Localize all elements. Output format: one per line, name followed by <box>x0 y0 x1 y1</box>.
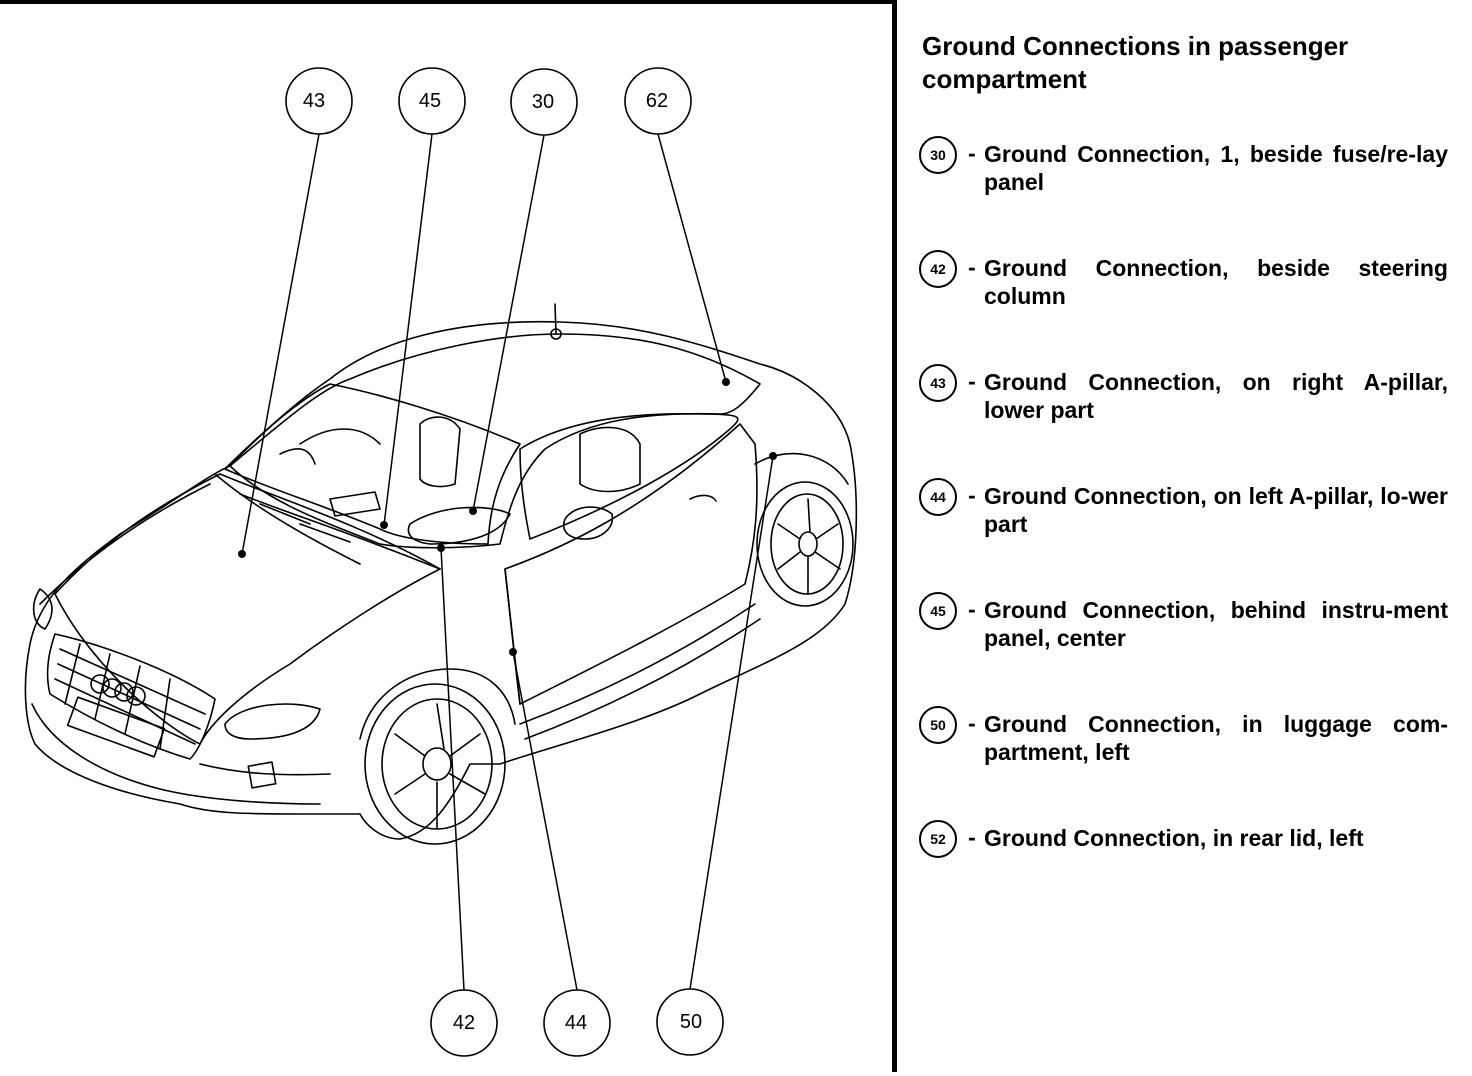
legend-dash: - <box>968 596 976 622</box>
legend-badge-43: 43 <box>919 364 957 402</box>
callout-30: 30 <box>532 91 554 113</box>
legend-dash: - <box>968 368 976 394</box>
legend-badge-50: 50 <box>919 706 957 744</box>
dash-vent <box>329 491 381 517</box>
legend-item-50: 50 - Ground Connection, in luggage com-p… <box>919 700 1448 814</box>
car-roof <box>229 333 761 549</box>
leader-50 <box>689 455 774 990</box>
legend-title: Ground Connections in passenger compartm… <box>922 31 1349 94</box>
callout-43-circle <box>285 67 353 135</box>
leader-44 <box>512 651 578 991</box>
legend: Ground Connections in passenger compartm… <box>919 30 1448 928</box>
legend-dash: - <box>968 824 976 850</box>
legend-dash: - <box>968 710 976 736</box>
legend-text-42: Ground Connection, beside steering colum… <box>984 255 1448 309</box>
callout-42-circle <box>430 989 498 1057</box>
car-body-outline <box>24 320 858 840</box>
legend-item-45: 45 - Ground Connection, behind instru-me… <box>919 586 1448 700</box>
callout-50: 50 <box>680 1011 702 1033</box>
front-bumper <box>31 703 321 805</box>
legend-badge-52: 52 <box>919 820 957 858</box>
legend-item-52: 52 - Ground Connection, in rear lid, lef… <box>919 814 1448 928</box>
license-plate <box>66 696 166 758</box>
legend-badge-30: 30 <box>919 136 957 174</box>
leader-45 <box>383 133 433 526</box>
leader-43 <box>241 133 320 555</box>
legend-badge-45: 45 <box>919 592 957 630</box>
legend-text-43: Ground Connection, on right A-pillar, lo… <box>984 369 1448 423</box>
leader-42 <box>440 547 465 991</box>
figure-panel: 43 45 30 62 42 44 50 <box>0 0 897 1072</box>
callout-62: 62 <box>646 90 668 112</box>
callout-42: 42 <box>453 1012 475 1034</box>
legend-dash: - <box>968 140 976 166</box>
callout-43: 43 <box>303 90 325 112</box>
leader-62 <box>657 133 727 383</box>
legend-text-45: Ground Connection, behind instru-ment pa… <box>984 597 1448 651</box>
callout-44: 44 <box>565 1012 587 1034</box>
grille <box>46 633 216 760</box>
legend-text-50: Ground Connection, in luggage com-partme… <box>984 711 1448 765</box>
legend-dash: - <box>968 482 976 508</box>
legend-text-30: Ground Connection, 1, beside fuse/re-lay… <box>984 141 1448 195</box>
legend-dash: - <box>968 254 976 280</box>
callout-44-circle <box>543 989 611 1057</box>
legend-item-44: 44 - Ground Connection, on left A-pillar… <box>919 472 1448 586</box>
callout-62-circle <box>624 67 692 135</box>
hood <box>54 473 441 745</box>
headlight <box>224 703 321 740</box>
side-window <box>519 412 739 540</box>
front-wheel <box>364 683 506 845</box>
callout-45: 45 <box>419 90 441 112</box>
legend-item-42: 42 - Ground Connection, beside steering … <box>919 244 1448 358</box>
legend-item-30: 30 - Ground Connection, 1, beside fuse/r… <box>919 130 1448 244</box>
car-illustration: 43 45 30 62 42 44 50 <box>24 67 858 1057</box>
rear-wheel <box>756 481 854 607</box>
legend-text-52: Ground Connection, in rear lid, left <box>984 825 1364 851</box>
legend-badge-42: 42 <box>919 250 957 288</box>
leader-30 <box>472 134 545 512</box>
legend-item-43: 43 - Ground Connection, on right A-pilla… <box>919 358 1448 472</box>
callout-50-circle <box>656 988 724 1056</box>
callout-45-circle <box>398 67 466 135</box>
door <box>504 423 758 705</box>
side-mirror <box>563 506 614 540</box>
callout-30-circle <box>510 68 578 136</box>
windshield <box>224 383 521 545</box>
legend-text-44: Ground Connection, on left A-pillar, lo-… <box>984 483 1448 537</box>
legend-badge-44: 44 <box>919 478 957 516</box>
